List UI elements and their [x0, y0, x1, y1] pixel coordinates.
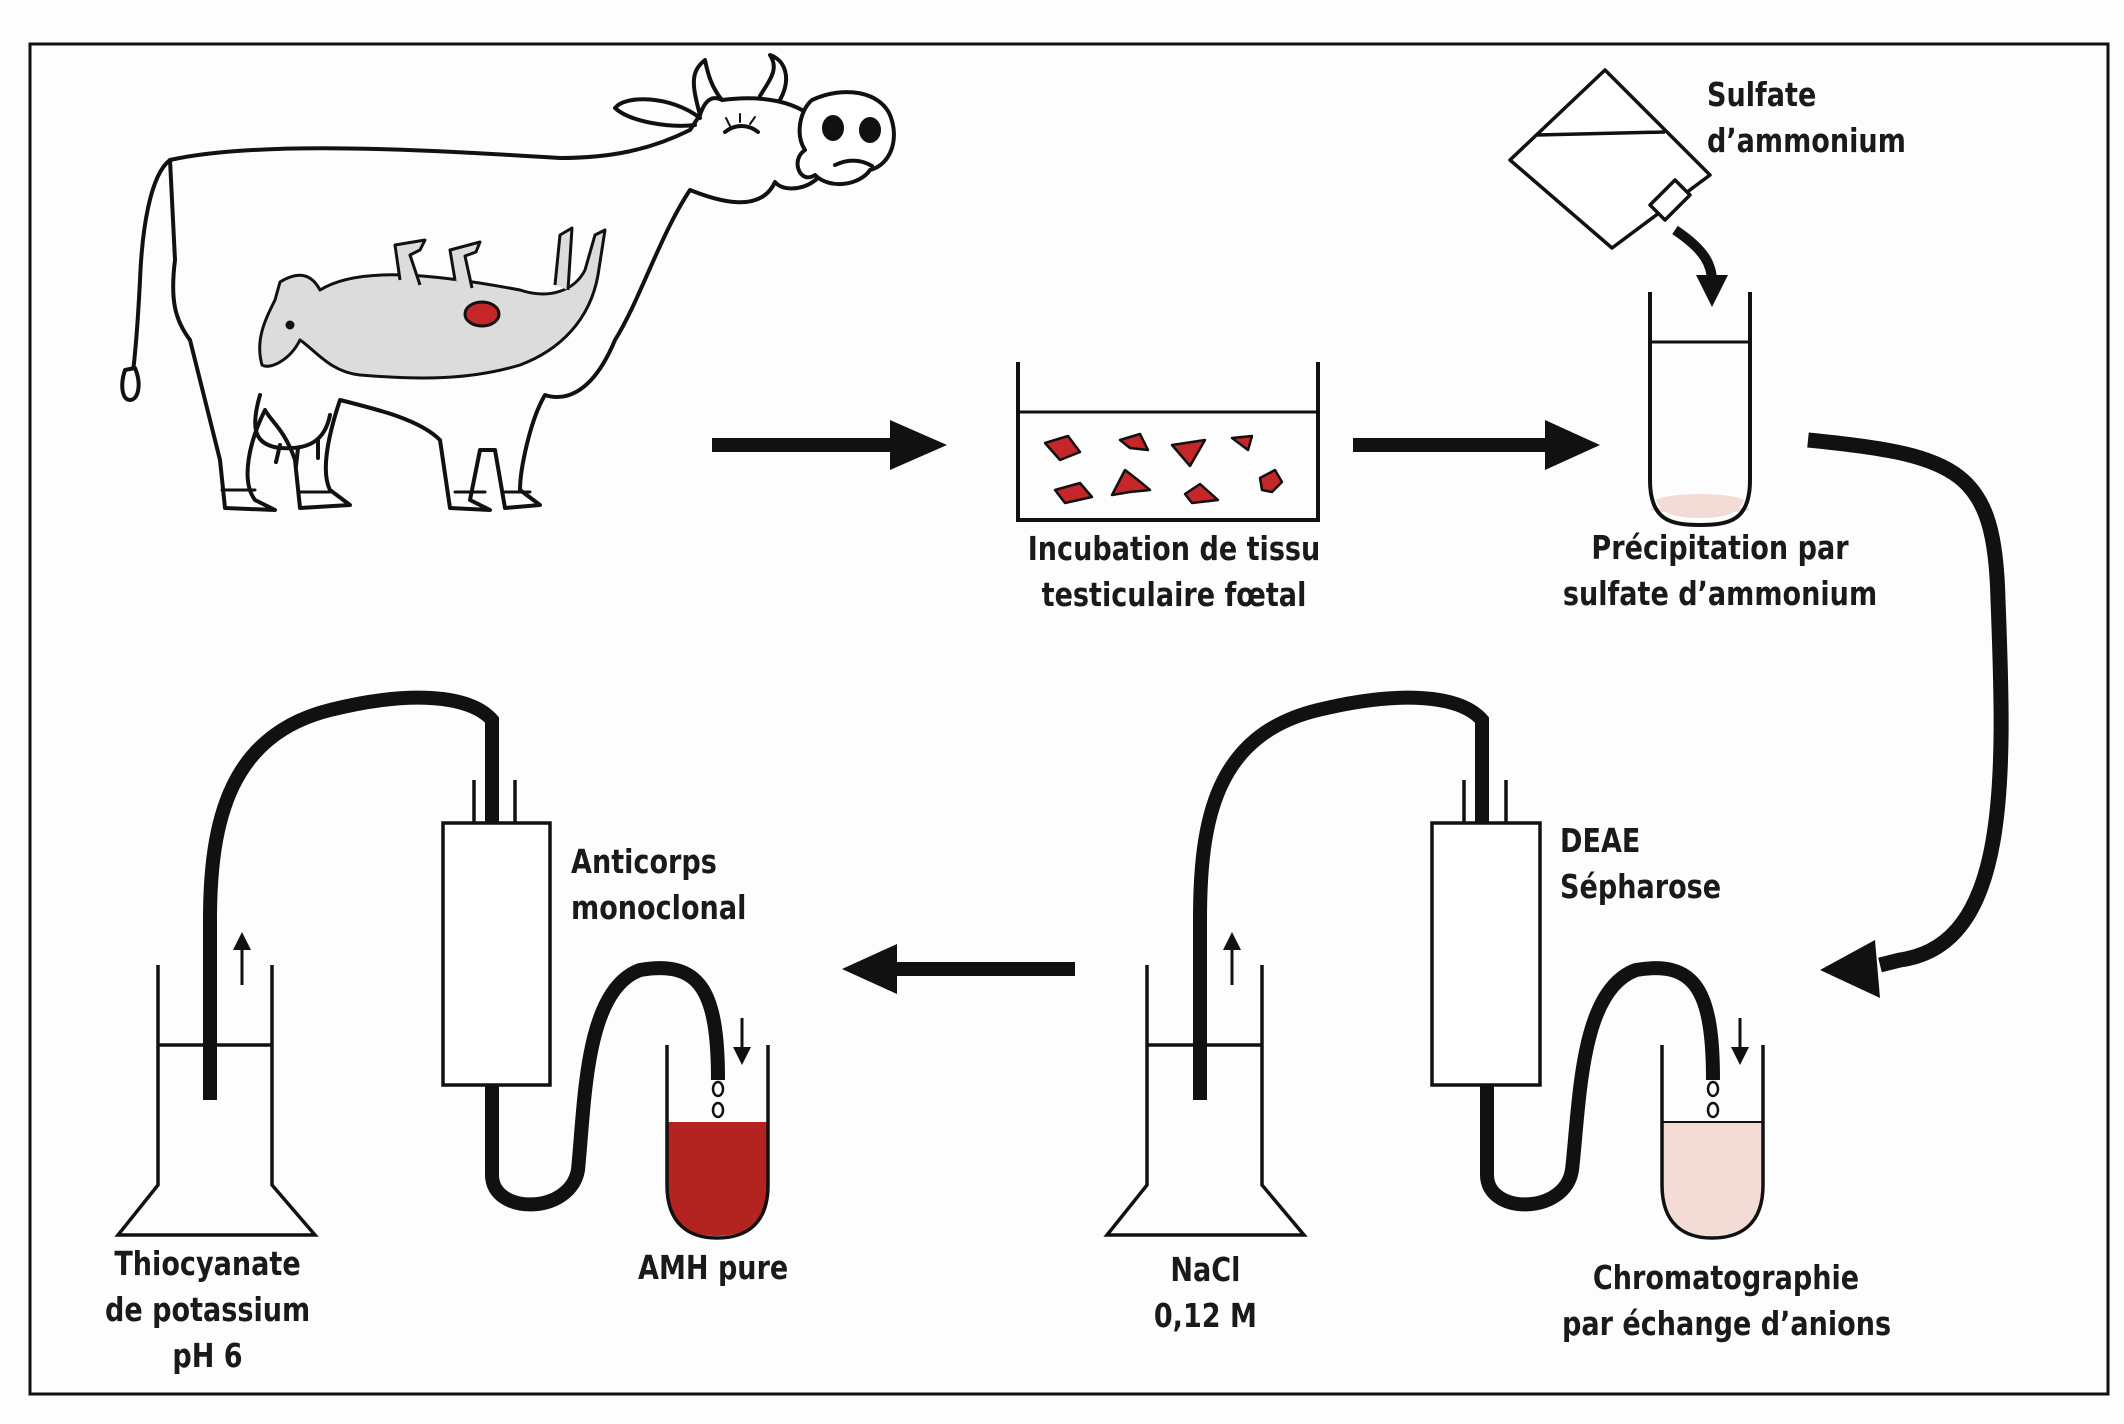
pour-arrow-head — [1696, 275, 1728, 307]
label-nacl: NaCl 0,12 M — [1153, 1250, 1257, 1335]
sulfate-bottle — [1508, 68, 1712, 250]
label-sulfate-bottle: Sulfate d’ammonium — [1707, 75, 1906, 160]
figure-frame — [28, 42, 2110, 1396]
chromatography-beaker — [1660, 1045, 1765, 1240]
label-incubation: Incubation de tissu testiculaire fœtal — [1027, 529, 1321, 614]
fetus-illustration — [258, 226, 607, 380]
thiocyanate-tube — [203, 690, 499, 1100]
test-tube — [1648, 292, 1752, 528]
label-deae: DEAE Sépharose — [1560, 821, 1722, 906]
anticorps-outflow-tube — [485, 961, 725, 1212]
curved-arrow-head — [1820, 940, 1880, 998]
label-precipitation: Précipitation par sulfate d’ammonium — [1562, 528, 1878, 613]
anticorps-column — [441, 780, 552, 1087]
label-thiocyanate: Thiocyanate de potassium pH 6 — [105, 1244, 311, 1375]
nacl-tube — [1193, 690, 1489, 1100]
label-amh-pure: AMH pure — [638, 1248, 789, 1287]
pour-arrow — [1672, 225, 1717, 283]
arrows — [712, 420, 1600, 994]
label-anticorps: Anticorps monoclonal — [571, 842, 747, 927]
amh-beaker — [665, 1045, 770, 1240]
curved-arrow-right — [1807, 432, 2009, 973]
deae-column — [1430, 780, 1542, 1087]
deae-outflow-tube — [1480, 961, 1720, 1212]
label-chromatographie: Chromatographie par échange d’anions — [1562, 1258, 1892, 1343]
cow-illustration — [120, 53, 896, 512]
incubation-dish — [1016, 362, 1320, 522]
